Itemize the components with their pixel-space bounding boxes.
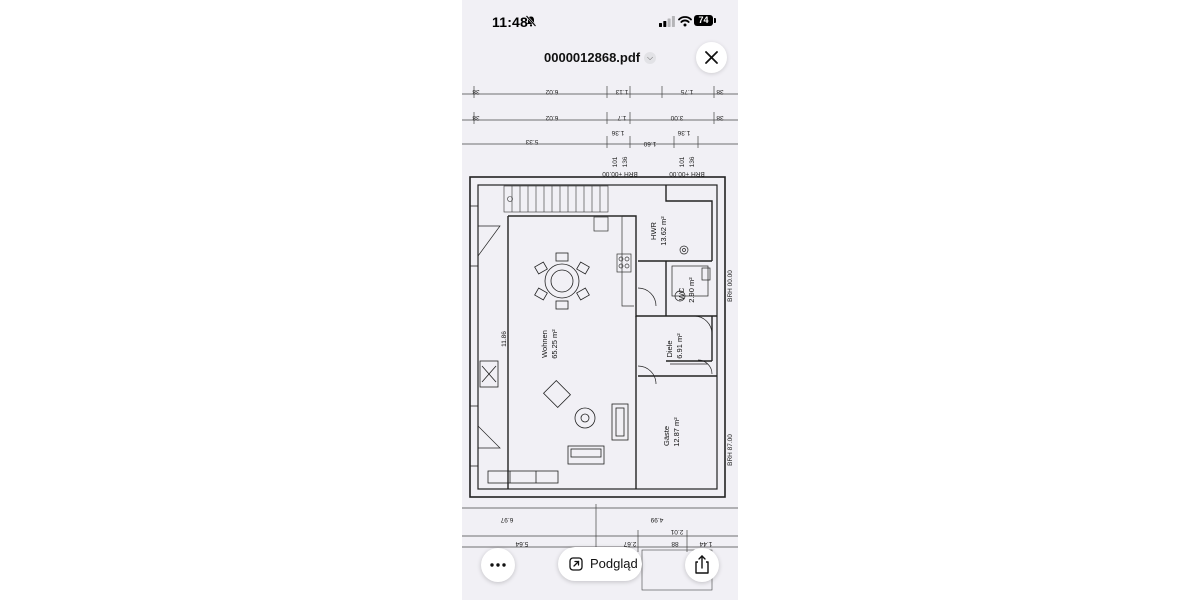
document-title-bar: 0000012868.pdf ⌵ [462,40,738,76]
bottom-dim-3: 5.64 [515,540,528,547]
battery-level: 74 [694,15,713,26]
room-gaste-area: 12.87 m² [672,417,681,447]
top-dim-row2-2: 1.7 [617,114,626,121]
window-height-2: 101 [679,156,686,167]
bottom-dim-4: 2.67 [623,540,636,547]
share-button[interactable] [685,548,719,582]
floor-plan-drawing: 38 6.02 1.13 1.75 38 38 6.02 1.7 3.00 38… [462,86,738,591]
room-hwr-area: 13.62 m² [659,216,668,246]
brh-label-3: BRH 87.00 [727,434,734,466]
open-external-icon [569,557,583,571]
chevron-down-icon[interactable]: ⌵ [644,52,656,64]
status-bar: 11:48 74 [462,0,738,40]
room-wc-name: WC [677,287,686,300]
top-dim-row3-2: 1.60 [643,140,656,147]
top-dim-row1-3: 1.75 [680,88,693,95]
top-dim-row3-1: 1.36 [611,129,624,136]
preview-label: Podgląd [590,556,638,571]
phone-screen: 11:48 74 0000012868.pdf ⌵ [462,0,738,600]
room-diele-name: Diele [665,340,674,357]
room-wohnen-area: 65.25 m² [550,329,559,359]
status-time: 11:48 [492,14,529,30]
top-dim-row1-0: 38 [472,88,480,95]
top-dim-row2-1: 6.02 [545,114,558,121]
top-dim-row2-4: 38 [716,114,724,121]
window-height-3: 136 [689,156,696,167]
bottom-dim-0: 6.97 [500,516,513,523]
bottom-dim-6: 1.44 [699,540,712,547]
room-diele-area: 6.91 m² [675,333,684,359]
brh-label-2: BRH 00.00 [727,270,734,302]
window-height-0: 101 [612,156,619,167]
bottom-dim-1: 4.99 [650,516,663,523]
bottom-dim-2: 2.01 [670,528,683,535]
more-options-button[interactable] [481,548,515,582]
document-title[interactable]: 0000012868.pdf [544,50,641,65]
top-dim-row3-3: 1.36 [677,129,690,136]
wifi-icon [678,16,692,27]
muted-bell-icon [525,15,537,27]
preview-button[interactable]: Podgląd [558,547,642,581]
room-gaste-name: Gäste [662,426,671,446]
cellular-signal-icon [659,16,675,27]
room-wc-area: 2.90 m² [687,277,696,303]
window-height-1: 136 [622,156,629,167]
bottom-dim-5: 88 [671,540,679,547]
room-hwr-name: HWR [649,221,658,239]
close-icon [705,51,718,64]
top-dim-row2-3: 3.00 [670,114,683,121]
ellipsis-icon [490,563,506,567]
top-dim-row1-4: 38 [716,88,724,95]
side-dimension: 11.86 [501,331,508,347]
close-button[interactable] [696,42,727,73]
top-dim-row1-1: 6.02 [545,88,558,95]
top-dim-row3-0: 5.33 [525,138,538,145]
battery-tip [714,18,716,23]
brh-label-1: BRH +00.00 [669,170,705,177]
top-dim-row2-0: 38 [472,114,480,121]
top-dim-row1-2: 1.13 [615,88,628,95]
share-icon [695,555,709,574]
brh-label-0: BRH +00.00 [602,170,638,177]
room-wohnen-name: Wohnen [540,330,549,358]
